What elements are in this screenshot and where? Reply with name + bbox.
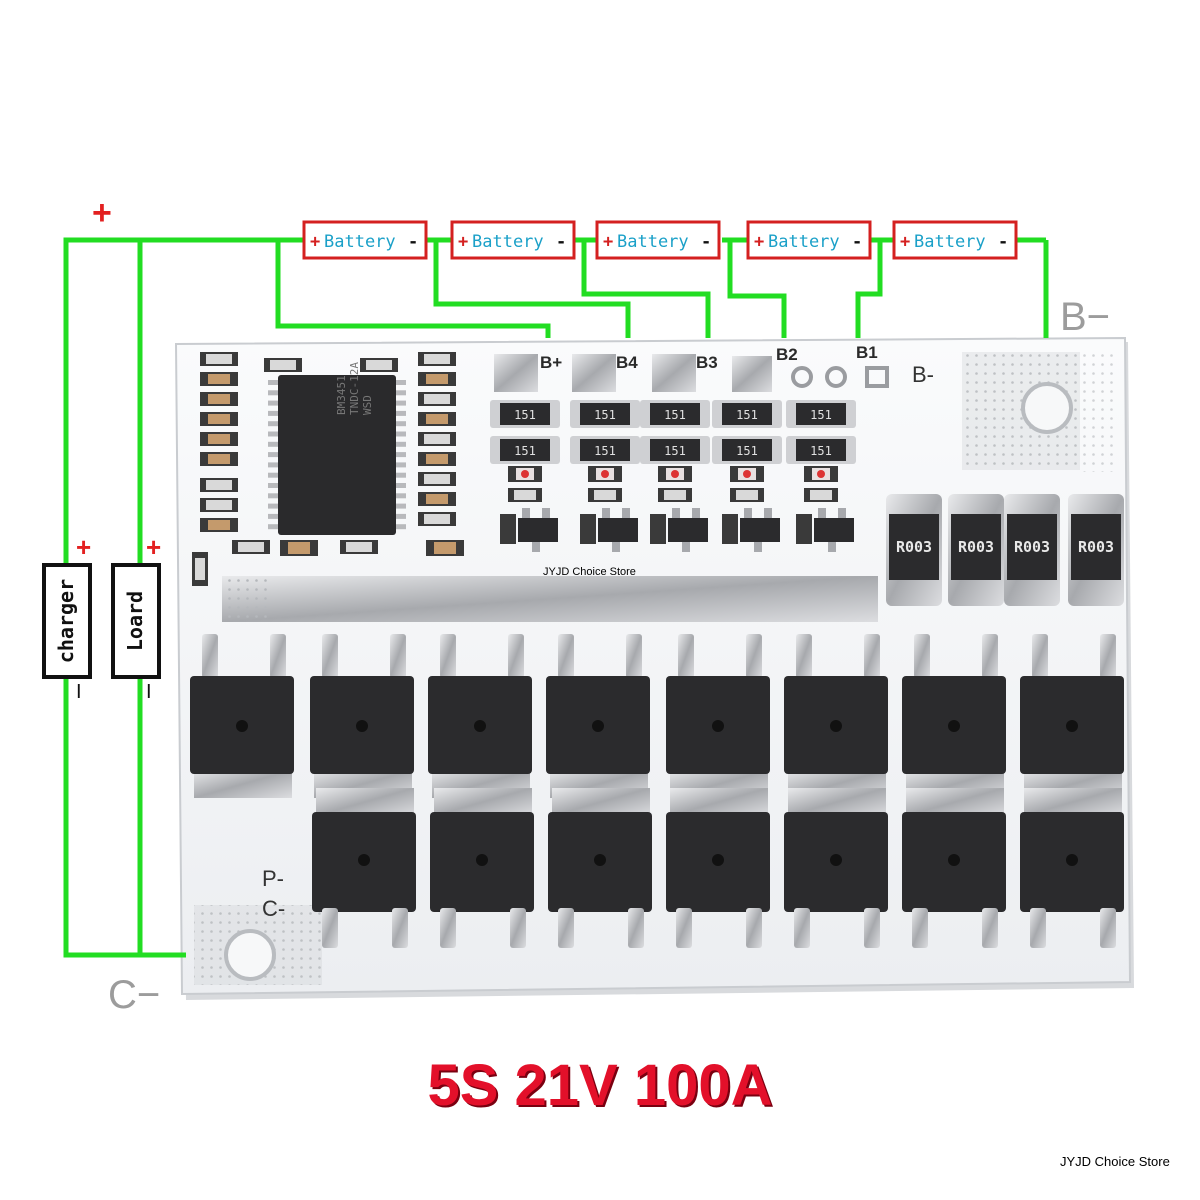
load-plus: + — [146, 532, 161, 562]
outer-c-minus-label: C− — [108, 973, 160, 1017]
pcb-label-p-minus: P- — [262, 866, 284, 891]
balance-channel-1: 151 151 — [490, 400, 560, 552]
resistor-code: 151 — [514, 408, 536, 422]
outer-b-minus-label: B− — [1060, 295, 1110, 339]
pcb-label-b-minus: B- — [912, 362, 934, 387]
resistor-code: 151 — [514, 444, 536, 458]
shunt-resistors: R003 R003 R003 R003 — [886, 494, 1124, 606]
battery-plus: + — [310, 232, 320, 252]
resistor-code: 151 — [664, 408, 686, 422]
mosfet-top-6 — [784, 634, 888, 798]
battery-label: Battery — [472, 232, 544, 252]
mounting-hole-bottom — [224, 929, 276, 981]
battery-minus: - — [701, 232, 711, 252]
battery-box-4: +Battery- — [746, 220, 872, 260]
charger-plus: + — [76, 532, 91, 562]
mosfet-top-4 — [546, 634, 650, 798]
battery-series-chain: +Battery-+Battery-+Battery-+Battery-+Bat… — [302, 220, 1018, 260]
balance-channel-4: 151 151 — [712, 400, 782, 552]
ic-marking-2: TNDC-12A — [348, 362, 361, 415]
load-box: Loard + I — [111, 532, 161, 703]
load-minus: I — [146, 681, 152, 703]
battery-plus: + — [458, 232, 468, 252]
shunt-code: R003 — [896, 538, 932, 556]
resistor-code: 151 — [736, 444, 758, 458]
shunt-2: R003 — [948, 494, 1004, 606]
watermark-center: JYJD Choice Store — [543, 566, 636, 578]
pad-label-b1: B1 — [856, 343, 878, 362]
balance-channel-5: 151 151 — [786, 400, 856, 552]
mounting-hole-top — [1021, 382, 1073, 434]
balance-channel-3: 151 151 — [640, 400, 710, 552]
pad-label-b3: B3 — [696, 353, 718, 372]
resistor-code: 151 — [594, 408, 616, 422]
battery-box-1: +Battery- — [302, 220, 428, 260]
battery-label: Battery — [914, 232, 986, 252]
shunt-4: R003 — [1068, 494, 1124, 606]
battery-minus: - — [408, 232, 418, 252]
battery-label: Battery — [324, 232, 396, 252]
resistor-code: 151 — [736, 408, 758, 422]
ic-marking-3: WSD — [361, 395, 374, 415]
mosfet-top-8 — [1020, 634, 1124, 798]
battery-plus: + — [603, 232, 613, 252]
smd-right-column — [264, 352, 456, 526]
smd-left-column — [192, 352, 464, 586]
charger-minus: I — [76, 681, 82, 703]
copper-bus-strip — [222, 576, 878, 622]
resistor-code: 151 — [664, 444, 686, 458]
battery-minus: - — [998, 232, 1008, 252]
battery-minus: - — [852, 232, 862, 252]
pad-label-b2: B2 — [776, 345, 798, 364]
load-label: Loard — [123, 591, 147, 651]
battery-label: Battery — [768, 232, 840, 252]
shunt-3: R003 — [1004, 494, 1060, 606]
protection-ic: BM3451 TNDC-12A WSD — [268, 362, 406, 535]
mosfet-bottom-7 — [1020, 788, 1124, 948]
battery-minus: - — [556, 232, 566, 252]
mosfet-bottom-6 — [902, 788, 1006, 948]
resistor-code: 151 — [810, 444, 832, 458]
shunt-code: R003 — [958, 538, 994, 556]
mosfet-bottom-3 — [548, 788, 652, 948]
ic-marking-1: BM3451 — [335, 375, 348, 415]
resistor-code: 151 — [594, 444, 616, 458]
mosfet-bottom-5 — [784, 788, 888, 948]
battery-plus: + — [754, 232, 764, 252]
battery-label: Battery — [617, 232, 689, 252]
battery-box-3: +Battery- — [595, 220, 721, 260]
shunt-1: R003 — [886, 494, 942, 606]
battery-box-2: +Battery- — [450, 220, 576, 260]
pad-label-bplus: B+ — [540, 353, 562, 372]
pad-label-b4: B4 — [616, 353, 638, 372]
mosfet-top-1 — [190, 634, 294, 798]
resistor-code: 151 — [810, 408, 832, 422]
shunt-code: R003 — [1014, 538, 1050, 556]
mosfet-top-7 — [902, 634, 1006, 798]
charger-label: charger — [54, 579, 78, 663]
balance-channel-2: 151 151 — [570, 400, 640, 552]
charger-box: charger + I — [42, 532, 92, 703]
shunt-code: R003 — [1078, 538, 1114, 556]
battery-plus: + — [900, 232, 910, 252]
mosfet-array — [190, 634, 1124, 948]
mosfet-bottom-4 — [666, 788, 770, 948]
top-plus-label: + — [92, 194, 112, 232]
pcb-label-c-minus: C- — [262, 896, 285, 921]
watermark-corner: JYJD Choice Store — [1060, 1154, 1170, 1169]
battery-box-5: +Battery- — [892, 220, 1018, 260]
mosfet-bottom-1 — [312, 788, 416, 948]
mosfet-bottom-2 — [430, 788, 534, 948]
balance-pads — [494, 354, 889, 392]
product-title: 5S 21V 100A — [427, 1053, 773, 1118]
balance-resistors: 151 151 151 151 151 151 151 151 151 151 — [490, 400, 856, 552]
